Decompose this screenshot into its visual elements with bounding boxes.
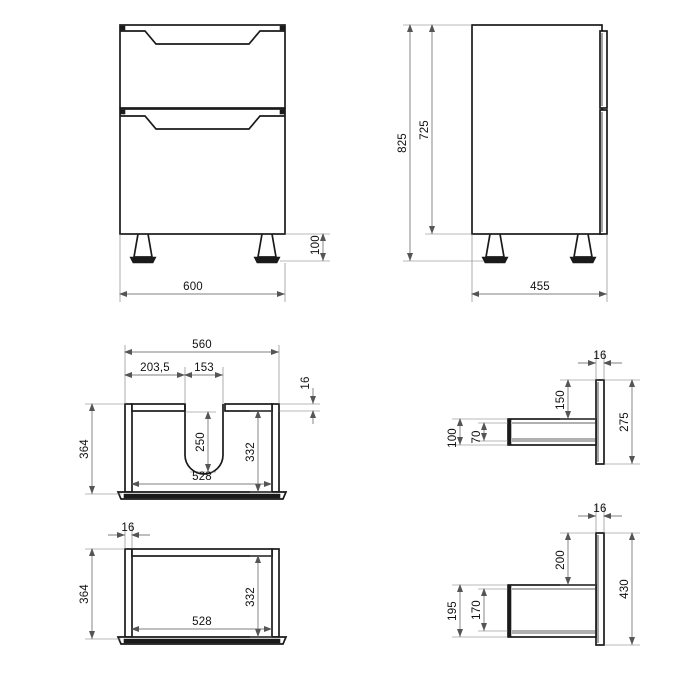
dim-bottom-section-front-above: 200 bbox=[555, 532, 596, 586]
view-top-drawer-plan: 560 203,5 153 16 bbox=[79, 339, 320, 500]
dim-label-200: 200 bbox=[555, 550, 567, 570]
view-bottom-drawer-plan: 16 364 332 528 bbox=[79, 522, 288, 645]
dim-bottom-plan-thickness: 16 bbox=[108, 522, 150, 549]
view-bottom-drawer-section: 16 200 430 195 bbox=[447, 503, 640, 646]
top-section-drawer-box bbox=[507, 418, 597, 446]
dim-top-section-front-height: 275 bbox=[604, 379, 640, 465]
dim-label-560: 560 bbox=[192, 339, 212, 351]
dim-label-overall-height: 825 bbox=[397, 133, 409, 153]
dim-label-70: 70 bbox=[471, 430, 483, 443]
dim-top-plan-cutout-width: 153 bbox=[184, 362, 224, 404]
dim-label-16-top-section: 16 bbox=[593, 350, 606, 362]
dim-label-16-bottom-section: 16 bbox=[593, 503, 606, 515]
dim-label-16-bottom-plan: 16 bbox=[121, 522, 134, 534]
top-section-front-panel bbox=[595, 379, 605, 465]
dim-top-plan-inner-width: 528 bbox=[131, 471, 272, 487]
dim-label-leg-height: 100 bbox=[310, 235, 322, 255]
dim-bottom-section-thickness: 16 bbox=[578, 503, 622, 533]
view-top-drawer-section: 16 150 275 100 bbox=[447, 350, 640, 465]
dim-bottom-section-front-height: 430 bbox=[604, 532, 640, 646]
front-legs bbox=[129, 233, 281, 264]
dim-side-depth: 455 bbox=[471, 234, 608, 302]
dim-bottom-plan-inner-width: 528 bbox=[131, 616, 272, 632]
dim-label-195: 195 bbox=[447, 601, 459, 621]
dim-label-364-bottom: 364 bbox=[79, 584, 91, 604]
dim-top-section-thickness: 16 bbox=[578, 350, 622, 380]
dim-top-section-box-outer: 100 bbox=[447, 418, 508, 448]
dim-label-430: 430 bbox=[619, 579, 631, 599]
dim-top-plan-outer-depth: 364 bbox=[79, 403, 125, 495]
dim-label-528-top: 528 bbox=[192, 471, 212, 483]
dim-side-overall-height: 825 bbox=[397, 24, 484, 262]
bottom-section-drawer-box bbox=[507, 584, 597, 638]
dim-front-leg-height: 100 bbox=[280, 233, 330, 262]
side-body bbox=[471, 24, 603, 235]
dim-label-203-5: 203,5 bbox=[140, 362, 170, 374]
dim-label-153: 153 bbox=[194, 362, 214, 374]
dim-label-250: 250 bbox=[195, 432, 207, 452]
dim-label-depth: 455 bbox=[530, 281, 550, 293]
dim-top-plan-left-offset: 203,5 bbox=[124, 362, 186, 404]
dim-bottom-plan-outer-depth: 364 bbox=[79, 548, 125, 640]
dim-label-100-section: 100 bbox=[447, 428, 459, 448]
dim-bottom-section-box-outer: 195 bbox=[447, 584, 508, 638]
side-legs bbox=[481, 233, 597, 264]
bottom-section-front-panel bbox=[595, 532, 605, 646]
dim-top-plan-inner-depth: 332 bbox=[245, 410, 272, 493]
dim-label-528-bottom: 528 bbox=[192, 616, 212, 628]
view-side-elevation: 825 725 455 bbox=[397, 24, 608, 302]
dim-top-plan-thickness: 16 bbox=[279, 376, 320, 424]
side-drawer-fronts bbox=[599, 30, 608, 235]
front-lower-drawer bbox=[119, 108, 286, 235]
dim-label-front-width: 600 bbox=[183, 281, 203, 293]
dim-label-332-bottom: 332 bbox=[245, 587, 257, 607]
dim-label-275: 275 bbox=[619, 412, 631, 432]
dim-top-section-box-inner: 70 bbox=[471, 422, 508, 444]
dim-side-body-height: 725 bbox=[419, 24, 472, 235]
dim-label-332-top: 332 bbox=[245, 442, 257, 462]
top-drawer-sink-cutout bbox=[184, 404, 224, 475]
dim-label-364-top: 364 bbox=[79, 439, 91, 459]
dim-top-plan-outer-width: 560 bbox=[124, 339, 280, 404]
dim-top-plan-cutout-depth: 250 bbox=[185, 411, 216, 473]
dim-bottom-plan-inner-depth: 332 bbox=[245, 555, 272, 638]
front-upper-drawer bbox=[119, 24, 286, 109]
dim-label-body-height: 725 bbox=[419, 120, 431, 140]
dim-front-width: 600 bbox=[119, 234, 286, 302]
view-front-elevation: 100 600 bbox=[119, 24, 330, 302]
bottom-drawer-base-plate bbox=[116, 636, 288, 645]
dim-label-170: 170 bbox=[471, 600, 483, 620]
dim-bottom-section-box-inner: 170 bbox=[471, 588, 508, 632]
dim-top-section-front-above: 150 bbox=[555, 379, 596, 420]
dim-label-150: 150 bbox=[555, 390, 567, 410]
dim-label-16-top-plan: 16 bbox=[300, 376, 312, 389]
top-drawer-base-plate bbox=[116, 491, 288, 500]
